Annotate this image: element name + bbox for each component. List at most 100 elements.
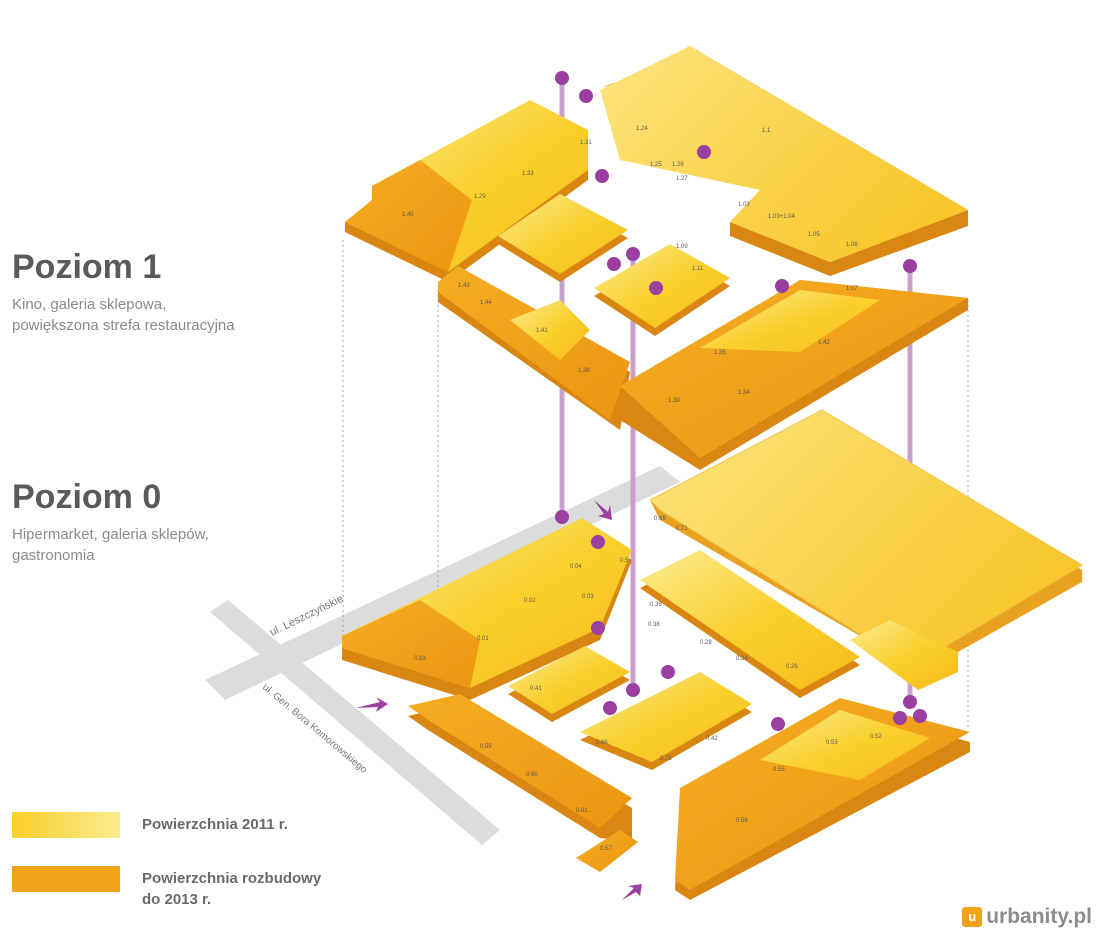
unit-block xyxy=(438,266,630,420)
unit-label: 1.06 xyxy=(846,242,858,248)
unit-label: 1.39 xyxy=(668,398,680,404)
unit-label: 0.52 xyxy=(870,734,882,740)
legend-label-extension: Powierzchnia rozbudowy do 2013 r. xyxy=(142,868,321,910)
unit-label: 1.33 xyxy=(522,171,534,177)
toilet-icon xyxy=(591,535,605,549)
unit-label: 0.42 xyxy=(706,736,718,742)
watermark-logo-icon: u xyxy=(962,907,983,927)
unit-label: 0.26 xyxy=(786,664,798,670)
elevator-icon xyxy=(626,247,640,261)
level-1-unit-labels: 1.33 1.31 1.40 1.29 1.24 1.25 1.26 1.27 … xyxy=(402,126,858,404)
unit-label: 0.38 xyxy=(648,622,660,628)
unit-label: 1.05 xyxy=(808,232,820,238)
unit-block xyxy=(576,830,638,872)
level-0-title: Poziom 0 xyxy=(12,478,162,516)
level-0-info: Poziom 0 Hipermarket, galeria sklepów, g… xyxy=(12,480,302,566)
unit-block xyxy=(649,409,1083,667)
unit-block xyxy=(498,194,628,274)
unit-label: 0.55 xyxy=(773,767,785,773)
watermark-text: urbanity.pl xyxy=(986,905,1092,928)
level-0-unit-labels: 0.01 0.02 0.03 0.04 0.5 0.69 0.71 0.83 0… xyxy=(414,516,882,852)
unit-label: 0.75 xyxy=(660,756,672,762)
escalator-icon xyxy=(607,257,621,271)
unit-block xyxy=(510,300,590,360)
unit-block xyxy=(408,694,632,828)
entrance-arrow-icon xyxy=(356,697,388,712)
unit-label: 1.43 xyxy=(458,283,470,289)
level-1-markers xyxy=(555,71,917,295)
unit-block xyxy=(760,710,930,780)
unit-label: 0.39 xyxy=(650,602,662,608)
level-1-desc-line2: powiększona strefa restauracyjna xyxy=(12,317,235,334)
unit-label: 0.66 xyxy=(596,740,608,746)
level-1-title: Poziom 1 xyxy=(12,248,162,286)
legend-label-extension-line1: Powierzchnia rozbudowy xyxy=(142,870,322,887)
unit-label: 1.11 xyxy=(692,266,704,272)
level-0-plan: 0.01 0.02 0.03 0.04 0.5 0.69 0.71 0.83 0… xyxy=(342,409,1083,900)
unit-label: 0.61 xyxy=(576,808,588,814)
legend-label-extension-line2: do 2013 r. xyxy=(142,891,212,908)
toilet-icon xyxy=(697,145,711,159)
unit-label: 0.55 xyxy=(480,744,492,750)
unit-label: 0.56 xyxy=(736,818,748,824)
level-1-description: Kino, galeria sklepowa, powiększona stre… xyxy=(12,294,302,336)
unit-label: 0.41 xyxy=(530,686,542,692)
unit-label: 1.38 xyxy=(578,368,590,374)
unit-label: 1.41 xyxy=(536,328,548,334)
toilet-icon xyxy=(893,711,907,725)
unit-label: 0.69 xyxy=(654,516,666,522)
unit-label: 0.01 xyxy=(477,636,489,642)
escalator-icon xyxy=(603,701,617,715)
elevator-icon xyxy=(626,683,640,697)
watermark: u urbanity.pl xyxy=(962,905,1092,929)
unit-label: 0.71 xyxy=(676,526,688,532)
unit-label: 0.04 xyxy=(570,564,582,570)
toilet-icon xyxy=(649,281,663,295)
unit-block xyxy=(580,672,752,762)
unit-label: 1.27 xyxy=(676,176,688,182)
unit-label: 1.03 xyxy=(738,202,750,208)
unit-block xyxy=(600,46,968,262)
unit-block xyxy=(850,620,958,690)
level-1-info: Poziom 1 Kino, galeria sklepowa, powięks… xyxy=(12,250,302,336)
unit-label: 1.09 xyxy=(676,244,688,250)
unit-block xyxy=(620,280,968,458)
unit-label: 1.31 xyxy=(580,140,592,146)
unit-label: 0.28 xyxy=(700,640,712,646)
unit-label: 1.25 xyxy=(650,162,662,168)
unit-label: 0.57 xyxy=(600,846,612,852)
legend-swatch-extension xyxy=(12,866,120,892)
unit-label: 1.42 xyxy=(818,340,830,346)
unit-block xyxy=(345,160,472,272)
unit-label: 0.5 xyxy=(620,558,629,564)
unit-label: 1.07 xyxy=(846,286,858,292)
level-1-plan: 1.33 1.31 1.40 1.29 1.24 1.25 1.26 1.27 … xyxy=(345,46,968,470)
unit-label: 1.1 xyxy=(762,128,771,134)
unit-label: 0.53 xyxy=(826,740,838,746)
street-bora-komorowskiego xyxy=(210,600,500,845)
entrance-arrow-icon xyxy=(594,500,612,520)
unit-label: 0.60 xyxy=(526,772,538,778)
unit-label: 1.34 xyxy=(738,390,750,396)
unit-label: 0.24 xyxy=(736,656,748,662)
escalator-icon xyxy=(591,621,605,635)
unit-label: 1.03+1.04 xyxy=(768,214,796,220)
unit-label: 1.44 xyxy=(480,300,492,306)
level-0-description: Hipermarket, galeria sklepów, gastronomi… xyxy=(12,524,302,566)
unit-block xyxy=(640,550,860,690)
entrance-arrow-icon xyxy=(622,884,642,900)
elevator-icon xyxy=(555,510,569,524)
unit-label: 1.35 xyxy=(714,350,726,356)
elevator-icon xyxy=(903,695,917,709)
unit-label: 0.03 xyxy=(582,594,594,600)
street-leszczynskie xyxy=(205,466,680,700)
unit-label: 1.26 xyxy=(672,162,684,168)
escalator-icon xyxy=(775,279,789,293)
unit-label: 0.02 xyxy=(524,598,536,604)
level-0-desc-line1: Hipermarket, galeria sklepów, xyxy=(12,526,209,543)
elevator-icon xyxy=(903,259,917,273)
toilet-icon xyxy=(913,709,927,723)
legend-label-existing: Powierzchnia 2011 r. xyxy=(142,816,288,833)
unit-label: 1.29 xyxy=(474,194,486,200)
